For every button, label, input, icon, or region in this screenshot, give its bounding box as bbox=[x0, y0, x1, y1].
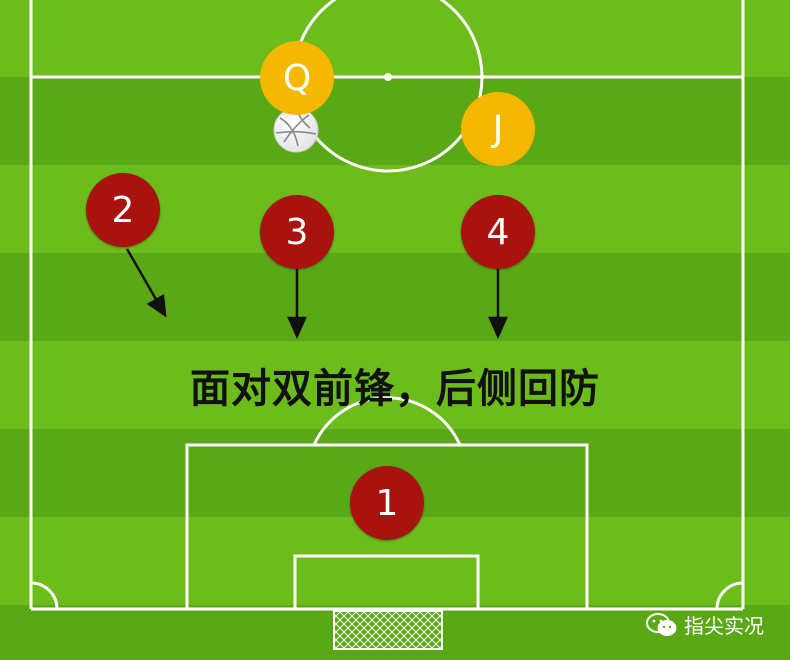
penalty-arc bbox=[312, 396, 462, 446]
arrow-line-2 bbox=[125, 248, 159, 302]
grass-stripe bbox=[0, 341, 790, 429]
arrow-head-3 bbox=[287, 316, 307, 340]
grass-stripe bbox=[0, 0, 790, 77]
movement-arrows bbox=[125, 248, 508, 340]
grass-stripe bbox=[0, 77, 790, 165]
defender-2: 2 bbox=[86, 173, 160, 247]
defender-1: 1 bbox=[350, 466, 424, 540]
goal-net bbox=[333, 610, 443, 650]
arrow-head-2 bbox=[146, 293, 167, 318]
defender-3: 3 bbox=[260, 195, 334, 269]
attacker-q: Q bbox=[260, 41, 334, 115]
grass-stripe bbox=[0, 253, 790, 341]
center-spot bbox=[384, 73, 392, 81]
watermark: 指尖实况 bbox=[646, 610, 764, 639]
wechat-icon bbox=[646, 612, 677, 636]
goal-area bbox=[293, 554, 480, 611]
defender-4: 4 bbox=[461, 195, 535, 269]
watermark-text: 指尖实况 bbox=[684, 614, 764, 638]
arrow-head-4 bbox=[488, 316, 508, 340]
caption-text: 面对双前锋，后侧回防 bbox=[190, 366, 600, 412]
attacker-j: J bbox=[461, 92, 535, 166]
corner-arc-left bbox=[30, 581, 59, 610]
corner-arc-right bbox=[715, 581, 744, 610]
